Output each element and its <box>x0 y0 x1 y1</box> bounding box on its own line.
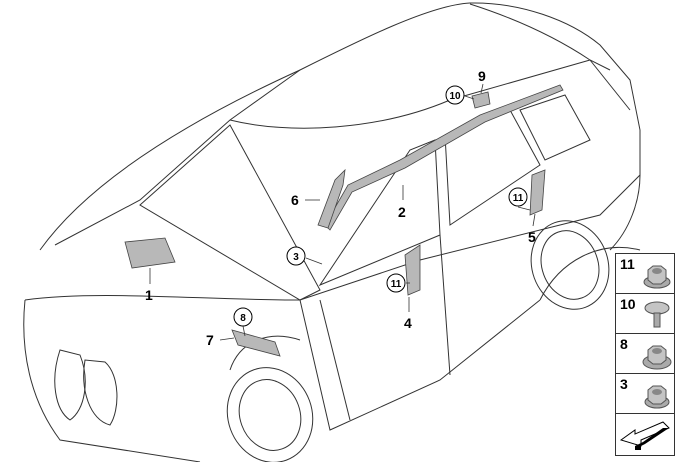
direction-arrow-icon <box>619 421 670 450</box>
callout-11-rear: 11 <box>513 193 524 204</box>
legend-item-8: 8 <box>616 334 674 374</box>
airbag-parts <box>124 84 564 357</box>
hex-nut-icon <box>644 385 670 409</box>
callout-4: 4 <box>404 315 412 331</box>
legend-item-3: 3 <box>616 374 674 414</box>
part-7-control-unit <box>231 329 281 357</box>
leader-lines <box>149 83 536 341</box>
legend-number: 8 <box>620 336 628 352</box>
callout-7: 7 <box>206 332 214 348</box>
callout-1: 1 <box>145 287 153 303</box>
callout-10: 10 <box>449 91 461 102</box>
legend-number: 11 <box>620 256 635 272</box>
collar-nut-icon <box>642 345 672 370</box>
callout-5: 5 <box>528 229 536 245</box>
callout-6: 6 <box>291 192 299 208</box>
car-outline <box>23 2 641 462</box>
callout-2: 2 <box>398 204 406 220</box>
legend-direction-arrow <box>616 414 674 455</box>
legend-item-11: 11 <box>616 254 674 294</box>
legend-number: 3 <box>620 376 628 392</box>
part-2-curtain-airbag <box>324 84 564 231</box>
part-5-sensor <box>529 169 546 216</box>
legend-item-10: 10 <box>616 294 674 334</box>
callout-3: 3 <box>293 252 299 263</box>
callout-8: 8 <box>240 313 246 324</box>
part-9-bracket <box>471 91 491 109</box>
legend-number: 10 <box>620 296 636 312</box>
screw-icon <box>644 301 670 328</box>
callout-9: 9 <box>478 68 486 84</box>
part-1-airbag <box>124 237 176 269</box>
callout-11-front: 11 <box>391 279 402 290</box>
part-4-sensor <box>404 244 421 296</box>
fastener-legend: 11 10 8 3 <box>615 253 675 456</box>
flange-nut-icon <box>643 265 671 289</box>
part-6-pillar-trim <box>317 168 346 229</box>
